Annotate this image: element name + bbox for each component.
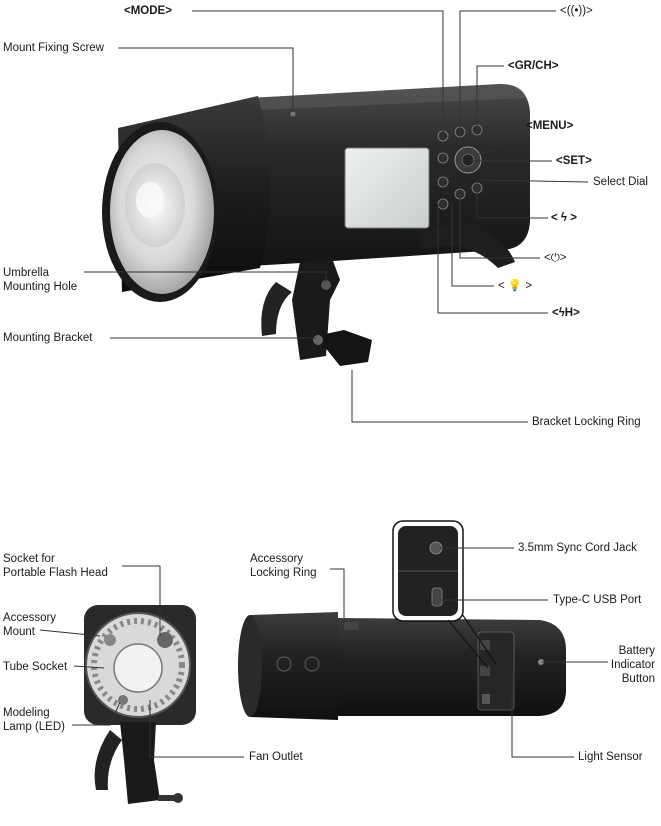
usb-port-label: Type-C USB Port	[553, 594, 642, 606]
set-label: <SET>	[556, 155, 592, 167]
flash-unit-bottom-side-view	[238, 520, 566, 720]
modeling-lamp-button-label: < 💡 >	[498, 280, 533, 292]
menu-label: <MENU>	[526, 120, 574, 132]
flash-unit-side-view	[102, 84, 530, 366]
umbrella-mounting-hole-label: Umbrella Mounting Hole	[3, 267, 78, 293]
mode-label: <MODE>	[124, 5, 172, 17]
sync-cord-jack-label: 3.5mm Sync Cord Jack	[518, 542, 637, 554]
mount-fixing-screw-label: Mount Fixing Screw	[3, 42, 104, 54]
battery-indicator-button-label: Battery Indicator Button	[610, 645, 655, 685]
accessory-mount-label: Accessory Mount	[3, 612, 57, 638]
fan-outlet-label: Fan Outlet	[249, 751, 303, 763]
socket-portable-flash-head-label: Socket for Portable Flash Head	[3, 553, 108, 579]
flash-button-label: < ϟ >	[551, 212, 577, 224]
leader-lines	[39, 10, 608, 758]
select-dial-label: Select Dial	[593, 176, 648, 188]
hss-button-label: <ϟH>	[552, 307, 580, 319]
accessory-locking-ring-label: Accessory Locking Ring	[250, 553, 317, 579]
wireless-label: <((•))>	[560, 5, 593, 17]
flash-unit-front-view	[84, 605, 196, 804]
light-sensor-label: Light Sensor	[578, 751, 643, 763]
bracket-locking-ring-label: Bracket Locking Ring	[532, 416, 641, 428]
gr-ch-label: <GR/CH>	[508, 60, 559, 72]
power-button-label: <⏻>	[544, 252, 567, 264]
modeling-lamp-led-label: Modeling Lamp (LED)	[3, 707, 65, 733]
mounting-bracket-label: Mounting Bracket	[3, 332, 93, 344]
tube-socket-label: Tube Socket	[3, 661, 68, 673]
